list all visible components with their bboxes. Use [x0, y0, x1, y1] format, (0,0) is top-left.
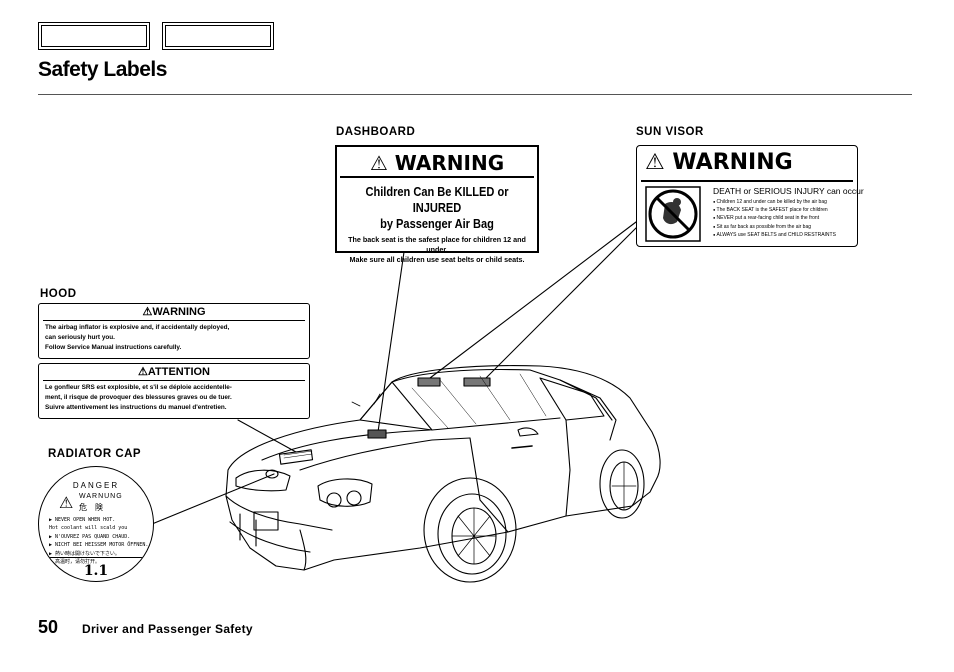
sun-visor-warning-label: ⚠ WARNING DEATH or SERIOUS INJURY can oc…	[636, 145, 864, 247]
leader-line-sunvisor-2	[485, 227, 637, 379]
leader-line-sunvisor-1	[429, 221, 637, 379]
dashboard-warning-line1: Children Can Be KILLED or INJURED	[365, 184, 509, 215]
list-item: ▶ 熱い時は開けないで下さい。	[49, 550, 120, 557]
label-radiator-cap: RADIATOR CAP	[48, 448, 142, 460]
list-item: Children 12 and under can be killed by t…	[713, 198, 855, 206]
dashboard-warning-small2: Make sure all children use seat belts or…	[349, 255, 525, 264]
list-item: ▶ 高温时，请勿打开。	[49, 559, 101, 566]
page-title: Safety Labels	[38, 58, 167, 81]
hood-warning-line3: Follow Service Manual instructions caref…	[45, 344, 182, 351]
cap-pressure-rating: 1.1	[83, 563, 109, 579]
radiator-cap-label: DANGER ⚠ WARNUNG 危険 ▶ NEVER OPEN WHEN HO…	[38, 466, 154, 582]
page-number: 50	[38, 617, 59, 637]
list-item: NEVER put a rear-facing child seat in th…	[713, 214, 855, 222]
nav-button-previous[interactable]	[38, 22, 150, 50]
list-item: ▶ NICHT BEI HEISSEM MOTOR ÖFFNEN.	[49, 542, 149, 549]
leader-line-dashboard	[377, 251, 405, 433]
cap-kiken: 危険	[79, 503, 111, 512]
sun-visor-warning-heading: WARNING	[672, 150, 793, 175]
hood-attention-line3: Suivre attentivement les instructions du…	[45, 404, 227, 411]
warning-triangle-icon: ⚠	[142, 306, 153, 318]
hood-attention-heading: ATTENTION	[147, 366, 210, 378]
label-dashboard: DASHBOARD	[336, 126, 416, 138]
list-item: ▶ N'OUVREZ PAS QUAND CHAUD.	[49, 533, 131, 540]
hood-warning-heading: WARNING	[152, 306, 206, 318]
header-divider	[38, 94, 912, 95]
hood-warning-line1: The airbag inflator is explosive and, if…	[45, 324, 230, 331]
list-item: Hot coolant will scald you	[49, 525, 128, 532]
cap-warnung: WARNUNG	[79, 493, 123, 500]
dashboard-warning-heading: WARNING	[394, 151, 505, 175]
list-item: ALWAYS use SEAT BELTS and CHILD RESTRAIN…	[713, 231, 855, 239]
cap-danger: DANGER	[72, 481, 120, 490]
hood-attention-line1: Le gonfleur SRS est explosible, et s'il …	[45, 384, 232, 391]
list-item: The BACK SEAT is the SAFEST place for ch…	[713, 206, 855, 214]
dashboard-warning-label: ⚠ WARNING Children Can Be KILLED or INJU…	[335, 145, 539, 264]
warning-triangle-icon: ⚠	[138, 366, 148, 378]
dashboard-warning-small1: The back seat is the safest place for ch…	[348, 235, 526, 254]
hood-warning-line2: can seriously hurt you.	[45, 334, 115, 341]
warning-triangle-icon: ⚠	[645, 150, 673, 175]
dashboard-warning-line2: by Passenger Air Bag	[380, 216, 494, 231]
hood-warning-label: ⚠WARNING The airbag inflator is explosiv…	[38, 303, 310, 359]
warning-triangle-icon: ⚠	[369, 151, 395, 175]
warning-triangle-icon: ⚠	[59, 495, 74, 512]
leader-line-hood	[237, 419, 297, 453]
leader-line-radiator	[151, 473, 275, 525]
sun-visor-bullets: Children 12 and under can be killed by t…	[713, 198, 855, 239]
label-sun-visor: SUN VISOR	[636, 126, 704, 138]
nav-button-next[interactable]	[162, 22, 274, 50]
list-item: Sit as far back as possible from the air…	[713, 223, 855, 231]
footer-section-title: Driver and Passenger Safety	[82, 622, 253, 636]
list-item: ▶ NEVER OPEN WHEN HOT.	[49, 517, 116, 523]
hood-attention-label: ⚠ATTENTION Le gonfleur SRS est explosibl…	[38, 363, 310, 419]
sun-visor-text-heading: DEATH or SERIOUS INJURY can occur	[713, 186, 864, 196]
label-hood: HOOD	[40, 288, 77, 300]
hood-attention-line2: ment, il risque de provoquer des blessur…	[45, 394, 232, 401]
no-rear-facing-child-seat-icon	[645, 186, 701, 242]
